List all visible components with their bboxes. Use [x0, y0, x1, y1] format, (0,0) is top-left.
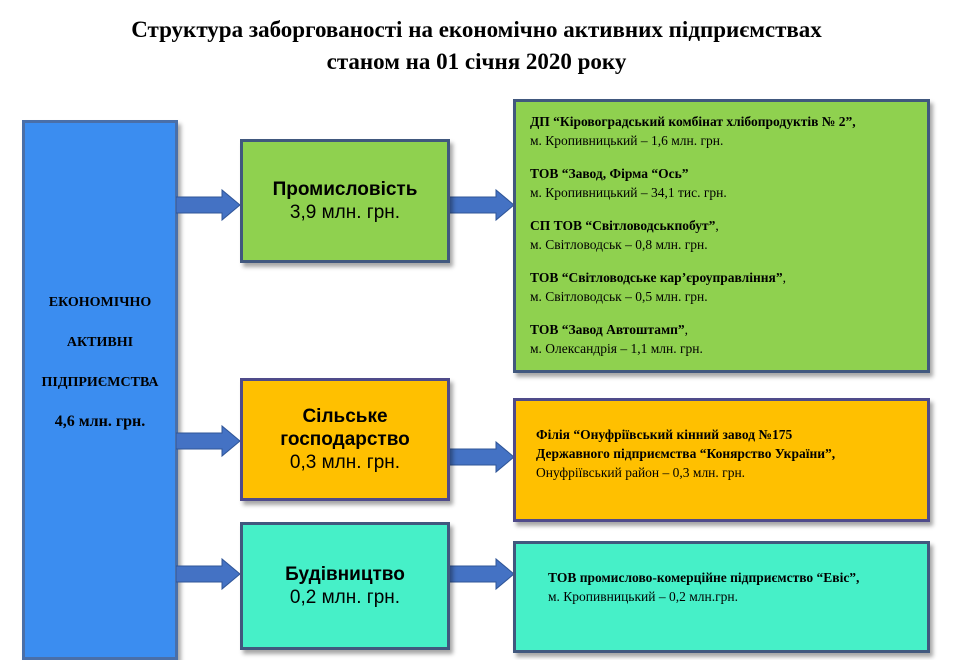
- sector-box-construction: Будівництво 0,2 млн. грн.: [240, 522, 450, 650]
- detail-entry-suffix: ,: [715, 218, 719, 233]
- sector-value-industry: 3,9 млн. грн.: [289, 202, 401, 223]
- detail-entry-name: ДП “Кіровоградський комбінат хлібопродук…: [530, 114, 856, 129]
- arrow-main-to-agriculture-icon: [176, 424, 241, 458]
- details-box-construction: ТОВ промислово-комерційне підприємство “…: [513, 541, 930, 653]
- detail-entry-name-line-2: Державного підприємства “Конярство Украї…: [536, 446, 836, 461]
- arrow-industry-to-details-icon: [448, 188, 515, 222]
- sector-name-construction: Будівництво: [285, 564, 405, 585]
- sector-box-agriculture: Сільське господарство 0,3 млн. грн.: [240, 378, 450, 501]
- detail-entry-industry-3: СП ТОВ “Світловодськпобут”, м. Світловод…: [530, 216, 719, 254]
- sector-value-agriculture: 0,3 млн. грн.: [289, 452, 401, 473]
- detail-entry-info: м. Кропивницький – 34,1 тис. грн.: [530, 185, 727, 200]
- detail-entry-name: ТОВ “Завод Автоштамп”: [530, 322, 685, 337]
- main-total-value: 4,6 млн. грн.: [54, 413, 146, 430]
- detail-entry-construction-1: ТОВ промислово-комерційне підприємство “…: [548, 568, 859, 606]
- details-box-industry: ДП “Кіровоградський комбінат хлібопродук…: [513, 99, 930, 373]
- detail-entry-info: м. Світловодськ – 0,5 млн. грн.: [530, 289, 708, 304]
- detail-entry-name: СП ТОВ “Світловодськпобут”: [530, 218, 716, 233]
- sector-value-construction: 0,2 млн. грн.: [289, 587, 401, 608]
- diagram-title: Структура заборгованості на економічно а…: [0, 14, 953, 78]
- detail-entry-industry-5: ТОВ “Завод Автоштамп”, м. Олександрія – …: [530, 320, 703, 358]
- detail-entry-suffix: ,: [782, 270, 786, 285]
- arrow-main-to-construction-icon: [176, 557, 241, 591]
- detail-entry-info: Онуфріївський район – 0,3 млн. грн.: [536, 465, 746, 480]
- sector-name-industry: Промисловість: [272, 179, 418, 200]
- arrow-construction-to-details-icon: [448, 557, 515, 591]
- detail-entry-agriculture-1: Філія “Онуфріївський кінний завод №175 Д…: [536, 425, 835, 482]
- detail-entry-info: м. Кропивницький – 0,2 млн.грн.: [548, 589, 738, 604]
- sector-name-agriculture-line-2: господарство: [280, 429, 410, 450]
- title-line-1: Структура заборгованості на економічно а…: [131, 17, 822, 42]
- details-box-agriculture: Філія “Онуфріївський кінний завод №175 Д…: [513, 398, 930, 522]
- detail-entry-info: м. Олександрія – 1,1 млн. грн.: [530, 341, 703, 356]
- detail-entry-suffix: ,: [684, 322, 689, 337]
- sector-box-industry: Промисловість 3,9 млн. грн.: [240, 139, 450, 263]
- detail-entry-name-line-1: Філія “Онуфріївський кінний завод №175: [536, 427, 793, 442]
- detail-entry-industry-2: ТОВ “Завод, Фірма “Ось” м. Кропивницький…: [530, 164, 727, 202]
- detail-entry-name: ТОВ промислово-комерційне підприємство “…: [548, 570, 860, 585]
- detail-entry-industry-1: ДП “Кіровоградський комбінат хлібопродук…: [530, 112, 856, 150]
- detail-entry-name: ТОВ “Світловодське кар’єроуправління”: [530, 270, 783, 285]
- detail-entry-info: м. Світловодськ – 0,8 млн. грн.: [530, 237, 708, 252]
- main-label-line-3: ПІДПРИЄМСТВА: [41, 375, 159, 390]
- main-label-line-2: АКТИВНІ: [66, 335, 134, 350]
- main-label-line-1: ЕКОНОМІЧНО: [48, 295, 152, 310]
- arrow-agriculture-to-details-icon: [448, 440, 515, 474]
- detail-entry-info: м. Кропивницький – 1,6 млн. грн.: [530, 133, 724, 148]
- main-box-active-enterprises: ЕКОНОМІЧНО АКТИВНІ ПІДПРИЄМСТВА 4,6 млн.…: [22, 120, 178, 660]
- title-line-2: станом на 01 січня 2020 року: [326, 49, 627, 74]
- detail-entry-industry-4: ТОВ “Світловодське кар’єроуправління”, м…: [530, 268, 786, 306]
- detail-entry-name: ТОВ “Завод, Фірма “Ось”: [530, 166, 689, 181]
- sector-name-agriculture-line-1: Сільське: [302, 406, 388, 427]
- arrow-main-to-industry-icon: [176, 188, 241, 222]
